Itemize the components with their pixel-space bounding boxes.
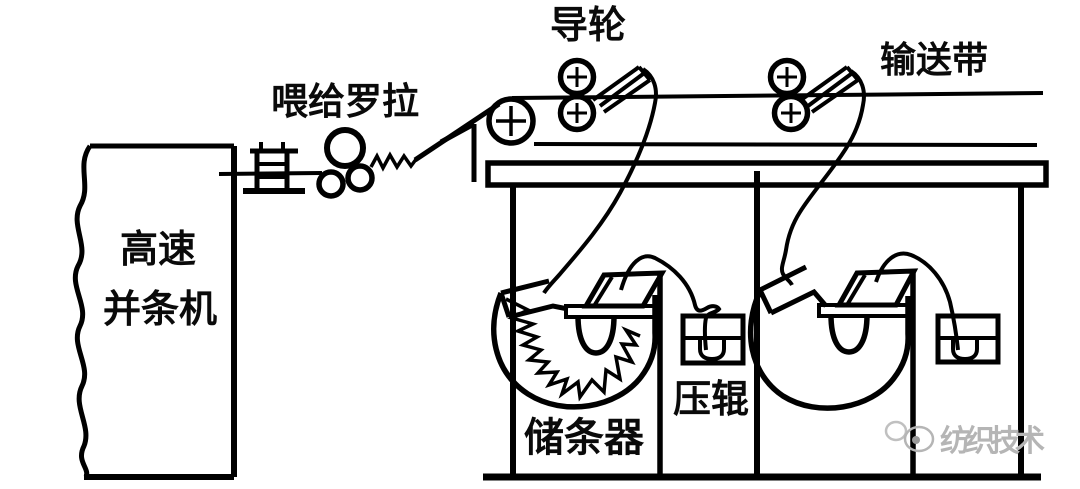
canopy	[581, 270, 667, 309]
feed-roller-top	[324, 127, 366, 169]
watermark-text: 纺织技术	[940, 425, 1045, 458]
pulley-cross	[496, 106, 526, 136]
mouth-bottom-lip	[769, 288, 828, 316]
sliver-can2-to-roller2	[874, 251, 960, 351]
label-guide-wheel: 导轮	[550, 5, 626, 47]
roller-pocket	[698, 338, 726, 362]
sliver-can1-to-roller1	[619, 254, 722, 351]
table-top	[485, 160, 1049, 188]
inner-channel	[828, 314, 870, 355]
label-conveyor-belt: 输送带	[880, 39, 988, 80]
creel-symbol	[218, 142, 323, 194]
outer-shell	[491, 291, 658, 410]
feed-roller-right	[345, 163, 375, 193]
label-sliver-storage: 储条器	[524, 416, 645, 460]
chute-1	[591, 65, 652, 114]
label-feed-roller: 喂给罗拉	[271, 81, 419, 122]
label-machine-line2: 并条机	[103, 289, 217, 331]
roller-pocket	[951, 338, 979, 362]
pressure-roller-1	[680, 313, 746, 366]
sliver-zigzag	[369, 151, 419, 172]
drawing-frame-box	[72, 143, 237, 480]
sliver-storage-1	[491, 270, 667, 477]
canopy	[834, 268, 919, 308]
feed-roller-left	[316, 169, 346, 199]
mouth-cap	[757, 288, 774, 315]
inner-channel	[575, 315, 617, 356]
watermark-logo-icon	[884, 420, 908, 442]
watermark: 纺织技术	[884, 420, 1045, 458]
sliver-line	[218, 171, 323, 176]
sliver-to-can-1	[542, 67, 658, 295]
sliver-to-can-2	[779, 69, 866, 286]
frame-bracket	[439, 121, 477, 182]
outer-shell	[747, 289, 911, 411]
sliver-storage-2	[747, 264, 919, 477]
sliver-paths	[542, 67, 960, 351]
feed-rollers	[316, 101, 501, 199]
mouth-top-lip	[500, 278, 550, 296]
belt-bottom-line	[533, 142, 1038, 147]
belt-pulley	[486, 96, 536, 146]
pressure-roller-2	[935, 313, 1001, 365]
belt-top-line	[511, 91, 1044, 100]
conveyor-belt	[486, 91, 1044, 147]
label-pressure-roller: 压辊	[673, 379, 749, 421]
spring-zigzag	[505, 297, 641, 402]
label-machine-line1: 高速	[120, 229, 196, 271]
guide-wheels-1	[557, 57, 652, 133]
guide-wheels-2	[767, 57, 860, 133]
torn-edge	[72, 144, 93, 479]
chute-2	[799, 65, 860, 114]
mouth-top-lip	[758, 264, 808, 293]
